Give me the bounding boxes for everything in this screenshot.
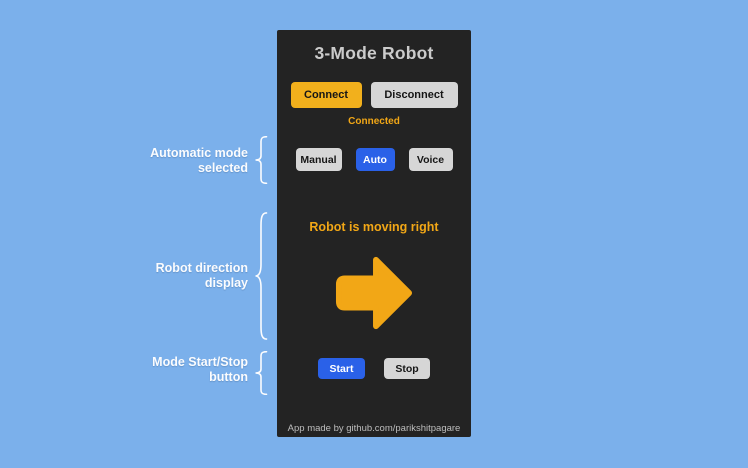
mode-button-voice[interactable]: Voice bbox=[408, 148, 453, 171]
mode-button-auto[interactable]: Auto bbox=[355, 148, 395, 171]
annotation-label: button bbox=[209, 370, 248, 384]
mode-button-manual[interactable]: Manual bbox=[295, 148, 342, 171]
start-stop-button-row: Start Stop bbox=[277, 358, 471, 379]
annotation-label: display bbox=[204, 276, 248, 290]
footer-credit: App made by github.com/parikshitpagare bbox=[287, 423, 461, 434]
annotation-automatic-mode: Automatic mode selected bbox=[98, 146, 248, 176]
annotation-start-stop: Mode Start/Stop button bbox=[98, 355, 248, 385]
annotation-label: Automatic mode bbox=[150, 146, 248, 160]
annotation-label: Mode Start/Stop bbox=[152, 355, 248, 369]
app-panel: 3-Mode Robot Connect Disconnect Connecte… bbox=[277, 30, 471, 437]
annotation-label: Robot direction bbox=[155, 261, 248, 275]
start-button[interactable]: Start bbox=[318, 358, 365, 379]
left-brace-icon bbox=[254, 136, 268, 184]
direction-display bbox=[277, 254, 471, 332]
arrow-right-icon bbox=[335, 256, 413, 330]
annotation-label: selected bbox=[197, 161, 248, 175]
disconnect-button[interactable]: Disconnect bbox=[370, 82, 458, 108]
connect-button[interactable]: Connect bbox=[290, 82, 362, 108]
left-brace-icon bbox=[254, 211, 268, 341]
direction-message: Robot is moving right bbox=[309, 220, 439, 234]
annotation-direction-display: Robot direction display bbox=[98, 261, 248, 291]
connection-status-text: Connected bbox=[348, 116, 400, 127]
connection-button-row: Connect Disconnect bbox=[277, 82, 471, 108]
app-title: 3-Mode Robot bbox=[314, 43, 434, 63]
mode-button-row: Manual Auto Voice bbox=[277, 148, 471, 171]
left-brace-icon bbox=[254, 351, 268, 395]
stop-button[interactable]: Stop bbox=[384, 358, 430, 379]
